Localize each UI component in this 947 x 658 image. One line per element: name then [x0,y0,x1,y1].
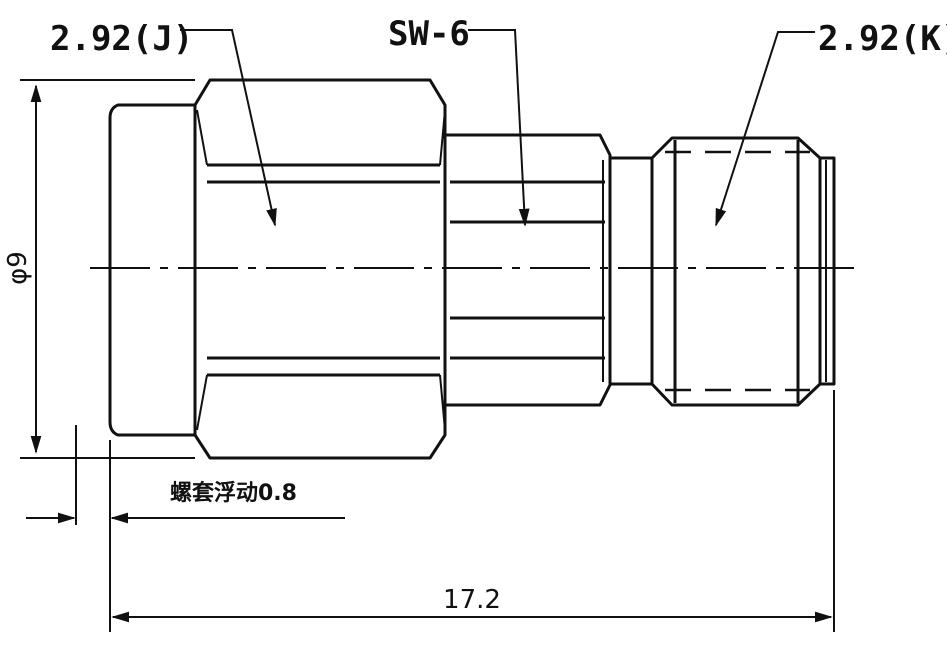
jack-body-outline [650,136,822,407]
coupling-nut-flange [108,103,197,437]
hex-nut-edge-left-b [196,374,208,431]
leader-wrench-size [468,29,530,227]
label-wrench-size: SW-6 [388,14,470,54]
label-right-connector: 2.92(K) [818,19,947,59]
diameter-label: φ9 [3,251,33,285]
leader-right-connector [715,31,815,227]
hex-nut-edge-left-a [196,109,208,166]
label-left-connector: 2.92(J) [50,19,193,59]
jack-end-flange [818,156,836,386]
leader-left-connector [180,29,277,227]
body-hex-outline [443,133,612,407]
float-note: 螺套浮动0.8 [170,480,297,506]
hex-nut-edge-right-b [439,374,446,431]
hex-nut-outline [193,78,447,460]
jack-neck [608,156,654,386]
hex-nut-edge-right-a [439,109,446,166]
length-label: 17.2 [443,585,501,615]
